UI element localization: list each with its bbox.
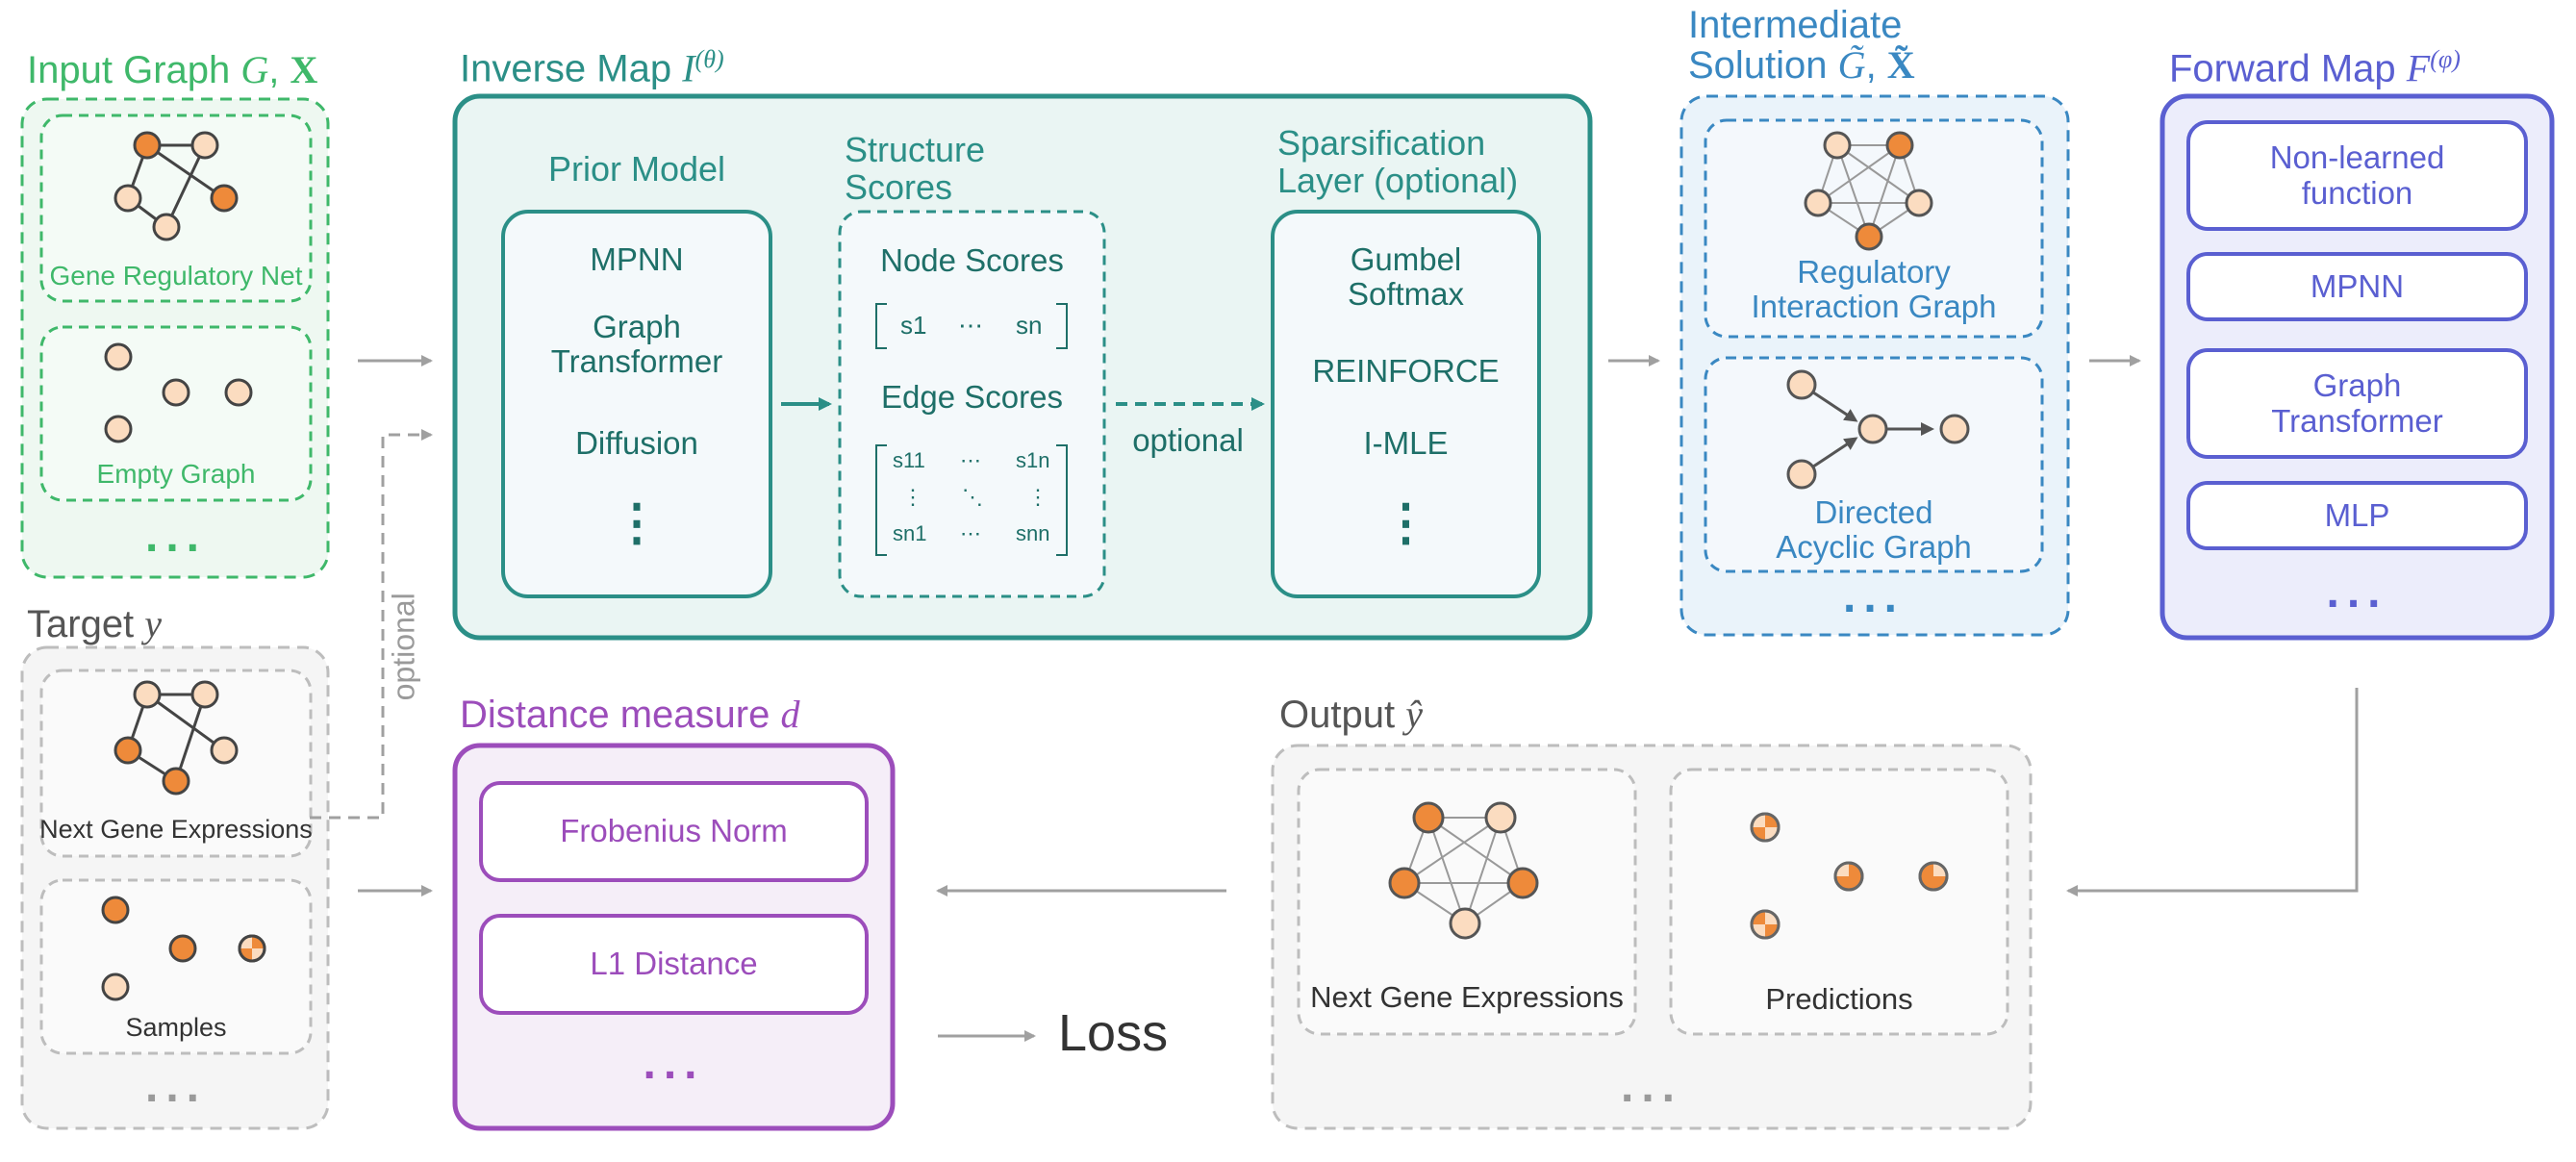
output-title-text: Output	[1279, 694, 1406, 736]
input-graph-title-text: Input Graph	[27, 49, 241, 91]
sparsification-item-imle: I-MLE	[1363, 425, 1449, 461]
intermediate-more: ...	[1842, 571, 1905, 622]
dag-label: Directed Acyclic Graph	[1776, 494, 1972, 565]
input-graph-title-comma: ,	[268, 49, 290, 91]
output-gene-graph-icon	[1388, 801, 1539, 940]
forward-map-item-mpnn: MPNN	[2186, 252, 2528, 321]
output-more: ...	[1620, 1061, 1682, 1112]
distance-more: ...	[643, 1038, 705, 1089]
edge-scores-label: Edge Scores	[881, 379, 1063, 415]
forward-map-item-graph-transformer: Graph Transformer	[2186, 348, 2528, 459]
prior-model-item-diffusion: Diffusion	[575, 425, 698, 461]
prior-model-more: ⋮	[612, 495, 662, 551]
distance-title-text: Distance measure	[460, 694, 781, 736]
edge-score-r1-ellipsis: ⋯	[960, 448, 981, 472]
sparsification-item-reinforce: REINFORCE	[1312, 353, 1500, 389]
structure-scores-title: Structure Scores	[845, 130, 986, 207]
intermediate-title: Intermediate Solution G̃, X̃	[1688, 5, 1915, 86]
target-more: ...	[144, 1061, 207, 1112]
output-next-gene-label: Next Gene Expressions	[1310, 980, 1624, 1014]
input-graph-math-x: X	[290, 48, 318, 91]
samples-icon	[101, 896, 266, 1001]
edge-score-c1-vdots: ⋮	[902, 485, 923, 509]
prior-model-item-graph-transformer: Graph Transformer	[550, 309, 723, 379]
forward-map-sup: (φ)	[2430, 45, 2461, 73]
edge-score-11: s11	[893, 448, 925, 472]
prior-model-box	[501, 210, 772, 598]
input-graph-title: Input Graph G, X	[27, 48, 318, 91]
intermediate-math-x: X̃	[1886, 43, 1915, 87]
input-graph-more: ...	[144, 511, 207, 562]
forward-map-more: ...	[2326, 567, 2388, 618]
edge-score-cn-vdots: ⋮	[1027, 485, 1048, 509]
inverse-map-math: I	[682, 46, 695, 90]
distance-title-math: d	[780, 693, 800, 736]
inverse-map-title: Inverse Map I(θ)	[460, 46, 724, 88]
edge-score-ddots: ⋱	[962, 485, 983, 509]
target-gene-graph-icon	[114, 680, 239, 796]
edge-score-1n: s1n	[1016, 448, 1050, 472]
target-title: Target y	[27, 602, 163, 645]
empty-graph-box	[39, 325, 313, 502]
sparsification-box	[1271, 210, 1541, 598]
target-title-math: y	[144, 602, 163, 645]
inverse-map-sup: (θ)	[695, 45, 724, 73]
node-score-first: s1	[900, 311, 927, 340]
edge-score-matrix: s11 ⋯ s1n ⋮ ⋱ ⋮ sn1 ⋯ snn	[875, 444, 1068, 556]
empty-graph-label: Empty Graph	[96, 459, 256, 489]
edge-score-n1: sn1	[893, 521, 927, 545]
forward-map-item-mlp: MLP	[2186, 481, 2528, 550]
target-title-text: Target	[27, 603, 145, 645]
regulatory-interaction-label: Regulatory Interaction Graph	[1751, 254, 1997, 324]
target-next-gene-label: Next Gene Expressions	[39, 815, 313, 844]
scores-optional-label: optional	[1132, 422, 1244, 458]
output-gene-box	[1297, 768, 1637, 1036]
distance-item-l1: L1 Distance	[479, 914, 869, 1015]
edge-score-nn: snn	[1016, 521, 1050, 545]
dag-graph-icon	[1786, 369, 1970, 490]
regulatory-interaction-graph-icon	[1804, 131, 1933, 251]
node-score-vector: s1 ⋯ sn	[875, 303, 1068, 349]
predictions-icon	[1750, 812, 1949, 940]
node-scores-label: Node Scores	[880, 242, 1064, 278]
sparsification-title: Sparsification Layer (optional)	[1277, 123, 1519, 200]
node-score-ellipsis: ⋯	[958, 311, 983, 340]
prior-model-title: Prior Model	[547, 149, 726, 189]
intermediate-math-g: G̃	[1837, 43, 1866, 87]
gene-regulatory-net-label: Gene Regulatory Net	[49, 261, 303, 290]
dag-box	[1704, 356, 2044, 573]
intermediate-title-text: Solution	[1688, 44, 1838, 87]
arrow-forward-to-output	[2066, 688, 2359, 897]
predictions-label: Predictions	[1765, 982, 1913, 1016]
prior-model-item-mpnn: MPNN	[590, 241, 684, 277]
distance-item-frobenius: Frobenius Norm	[479, 781, 869, 882]
forward-map-title-text: Forward Map	[2169, 47, 2407, 90]
loss-label: Loss	[1058, 1004, 1169, 1062]
inverse-map-title-text: Inverse Map	[460, 47, 683, 90]
node-score-last: sn	[1016, 311, 1043, 340]
intermediate-title-line1: Intermediate	[1688, 4, 1903, 46]
distance-title: Distance measure d	[460, 693, 800, 736]
output-title-math: ŷ	[1405, 693, 1423, 736]
target-optional-label: optional	[386, 593, 421, 701]
output-title: Output ŷ	[1279, 693, 1423, 736]
intermediate-title-line2: Solution G̃, X̃	[1688, 43, 1915, 87]
forward-map-math: F	[2406, 46, 2431, 90]
empty-graph-icon	[104, 342, 253, 443]
intermediate-title-comma: ,	[1865, 44, 1887, 87]
gene-regulatory-graph-icon	[114, 131, 239, 241]
forward-map-item-non-learned: Non-learned function	[2186, 120, 2528, 231]
samples-label: Samples	[125, 1013, 227, 1042]
edge-score-rn-ellipsis: ⋯	[960, 521, 981, 545]
forward-map-title: Forward Map F(φ)	[2169, 46, 2461, 88]
next-gene-box	[39, 669, 313, 858]
sparsification-more: ⋮	[1380, 495, 1431, 551]
input-graph-math-g: G	[240, 48, 269, 91]
samples-box	[39, 878, 313, 1055]
sparsification-item-gumbel-softmax: Gumbel Softmax	[1347, 241, 1465, 312]
structure-scores-box	[838, 210, 1106, 598]
